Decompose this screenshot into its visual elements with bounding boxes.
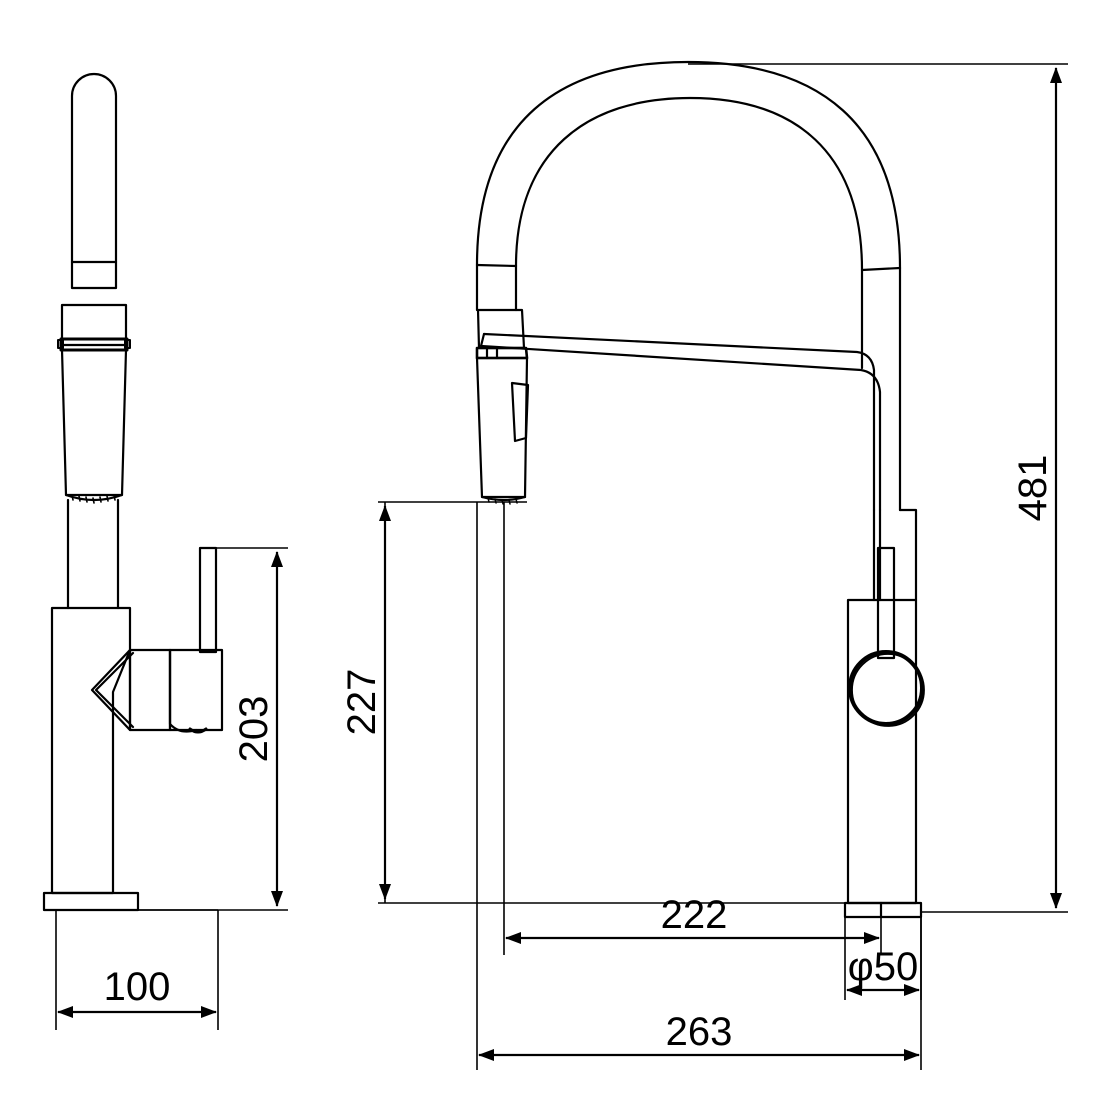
dimension-100: 100 — [57, 965, 217, 1018]
dimension-phi50: φ50 — [846, 945, 920, 996]
front-hose-strut — [479, 332, 486, 348]
dimension-481-label: 481 — [1011, 455, 1055, 522]
dimension-227: 227 — [340, 505, 391, 900]
front-handle-stem — [876, 546, 896, 660]
front-hose-bottom — [479, 344, 882, 512]
dimension-227-label: 227 — [340, 669, 384, 736]
front-hose-top — [482, 332, 876, 512]
side-aerator-hatch — [71, 494, 116, 504]
front-leg-right-joint — [860, 266, 902, 272]
front-arch-outer — [475, 60, 902, 270]
dimension-222: 222 — [505, 893, 880, 944]
dimension-263-label: 263 — [666, 1010, 733, 1054]
front-arch-inner — [514, 96, 864, 272]
dimension-222-label: 222 — [661, 893, 728, 937]
front-sprayhead-button — [510, 381, 530, 443]
side-collar-ring-left-tab — [57, 339, 64, 349]
front-handle-knob-outer — [848, 650, 924, 726]
front-handle-knob-inner — [851, 653, 925, 727]
dimension-481: 481 — [1011, 67, 1062, 909]
front-shoulder — [898, 508, 918, 602]
side-collar-ring-right-tab — [124, 339, 131, 349]
front-base-plate — [843, 901, 923, 919]
side-view-geometry — [42, 72, 224, 912]
dimension-263: 263 — [478, 1010, 920, 1061]
front-aerator-face — [480, 495, 527, 502]
dimension-100-label: 100 — [104, 965, 171, 1009]
dimension-203-label: 203 — [232, 696, 276, 763]
side-handle-housing-nub — [188, 727, 208, 734]
side-collar-block — [60, 303, 128, 347]
dimension-203: 203 — [232, 551, 283, 907]
side-spout-beak-inner — [94, 651, 135, 729]
dimension-phi50-label: φ50 — [848, 945, 918, 989]
side-view-extension-lines — [55, 547, 288, 1030]
front-view-geometry — [475, 60, 925, 919]
front-leg-left-joint — [475, 263, 518, 268]
side-sprayhead-upper — [70, 72, 118, 290]
